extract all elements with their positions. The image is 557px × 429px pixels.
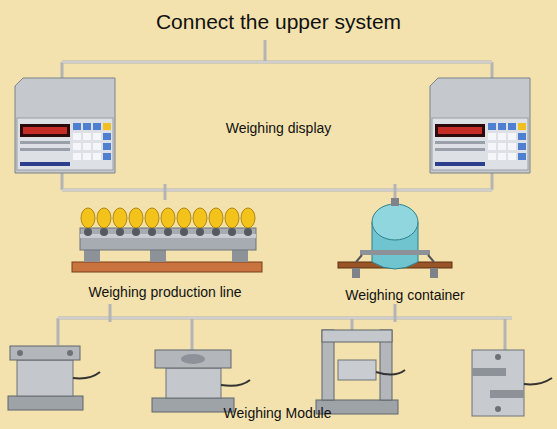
- node-label: Weighing container: [325, 287, 485, 303]
- module-group: Weighing Module: [5, 322, 550, 426]
- node-label: Weighing Module: [5, 405, 550, 421]
- roller-conveyor: [72, 208, 262, 272]
- weighing-indicator: [430, 78, 530, 173]
- container-group: Weighing container: [325, 198, 485, 304]
- weighing-module: [8, 346, 100, 410]
- weighing-indicator: [15, 78, 115, 173]
- bus-connector: [109, 304, 112, 322]
- s-type-load-cell: [472, 350, 552, 416]
- reactor-vessel: [338, 198, 452, 278]
- diagram-title: Connect the upper system: [0, 9, 557, 35]
- weighing-module: [316, 330, 405, 414]
- bus-connector: [394, 184, 397, 198]
- node-label: Weighing production line: [65, 284, 265, 300]
- bus-connector: [164, 184, 167, 200]
- display-group: Weighing display: [12, 72, 545, 184]
- weighing-module: [152, 350, 250, 412]
- node-label: Weighing display: [12, 120, 545, 136]
- production-line: Weighing production line: [65, 200, 265, 304]
- bus-connector: [394, 304, 397, 322]
